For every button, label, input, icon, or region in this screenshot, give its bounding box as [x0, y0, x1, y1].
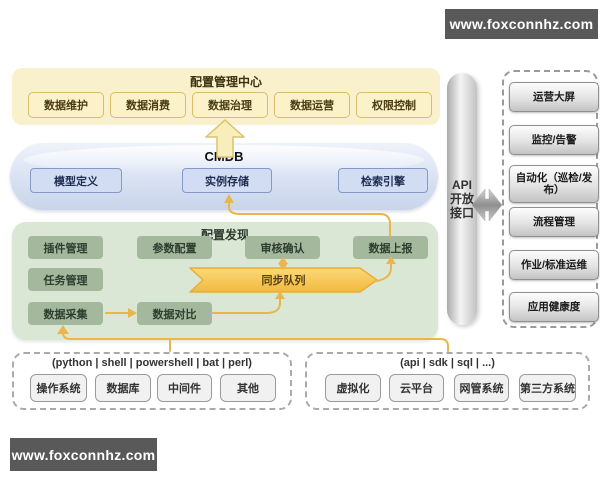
- node-automation: 自动化（巡检/发布）: [509, 165, 599, 203]
- node-task-mgmt: 任务管理: [28, 268, 103, 291]
- api-gateway-label: API 开放 接口: [449, 178, 474, 220]
- node-ops-dashboard: 运营大屏: [509, 82, 599, 112]
- node-data-consume: 数据消费: [110, 92, 186, 118]
- node-database: 数据库: [95, 374, 151, 402]
- node-param-config: 参数配置: [137, 236, 212, 259]
- node-data-govern: 数据治理: [192, 92, 268, 118]
- node-model-define: 模型定义: [30, 168, 122, 193]
- node-plugin-mgmt: 插件管理: [28, 236, 103, 259]
- node-data-operate: 数据运营: [274, 92, 350, 118]
- sources-api-title: (api | sdk | sql | ...): [400, 357, 495, 369]
- node-netmgmt-system: 网管系统: [454, 374, 509, 402]
- node-data-collect: 数据采集: [28, 302, 103, 325]
- watermark-bottom: www.foxconnhz.com: [10, 438, 157, 471]
- node-permission: 权限控制: [356, 92, 432, 118]
- watermark-top-text: www.foxconnhz.com: [449, 16, 594, 32]
- node-audit-confirm: 审核确认: [245, 236, 320, 259]
- node-virtualization: 虚拟化: [325, 374, 381, 402]
- watermark-bottom-text: www.foxconnhz.com: [11, 446, 156, 463]
- node-instance-store: 实例存储: [182, 168, 272, 193]
- section-cmdb: CMDB 模型定义 实例存储 检索引擎: [10, 143, 438, 210]
- section-sources-api: (api | sdk | sql | ...) 虚拟化 云平台 网管系统 第三方…: [305, 352, 590, 410]
- node-process-mgmt: 流程管理: [509, 207, 599, 237]
- node-monitor-alert: 监控/告警: [509, 125, 599, 155]
- node-other: 其他: [220, 374, 276, 402]
- node-data-report: 数据上报: [353, 236, 428, 259]
- section-config-center-title: 配置管理中心: [189, 75, 262, 89]
- node-search-engine: 检索引擎: [338, 168, 428, 193]
- node-data-maintain: 数据维护: [28, 92, 104, 118]
- node-job-std-ops: 作业/标准运维: [509, 250, 599, 280]
- node-cloud-platform: 云平台: [389, 374, 444, 402]
- node-data-compare: 数据对比: [137, 302, 212, 325]
- sources-script-title: (python | shell | powershell | bat | per…: [52, 357, 252, 369]
- section-sources-script: (python | shell | powershell | bat | per…: [12, 352, 292, 410]
- section-cmdb-title: CMDB: [204, 149, 244, 164]
- section-config-center: 配置管理中心 数据维护 数据消费 数据治理 数据运营 权限控制: [12, 68, 440, 125]
- node-third-party: 第三方系统: [519, 374, 576, 402]
- api-gateway-pillar: API 开放 接口: [447, 73, 477, 325]
- node-os: 操作系统: [30, 374, 87, 402]
- node-app-health: 应用健康度: [509, 292, 599, 322]
- node-middleware: 中间件: [157, 374, 212, 402]
- section-consumers: 运营大屏 监控/告警 自动化（巡检/发布） 流程管理 作业/标准运维 应用健康度: [502, 70, 599, 328]
- node-sync-queue-label: 同步队列: [261, 275, 306, 287]
- watermark-top: www.foxconnhz.com: [445, 9, 598, 39]
